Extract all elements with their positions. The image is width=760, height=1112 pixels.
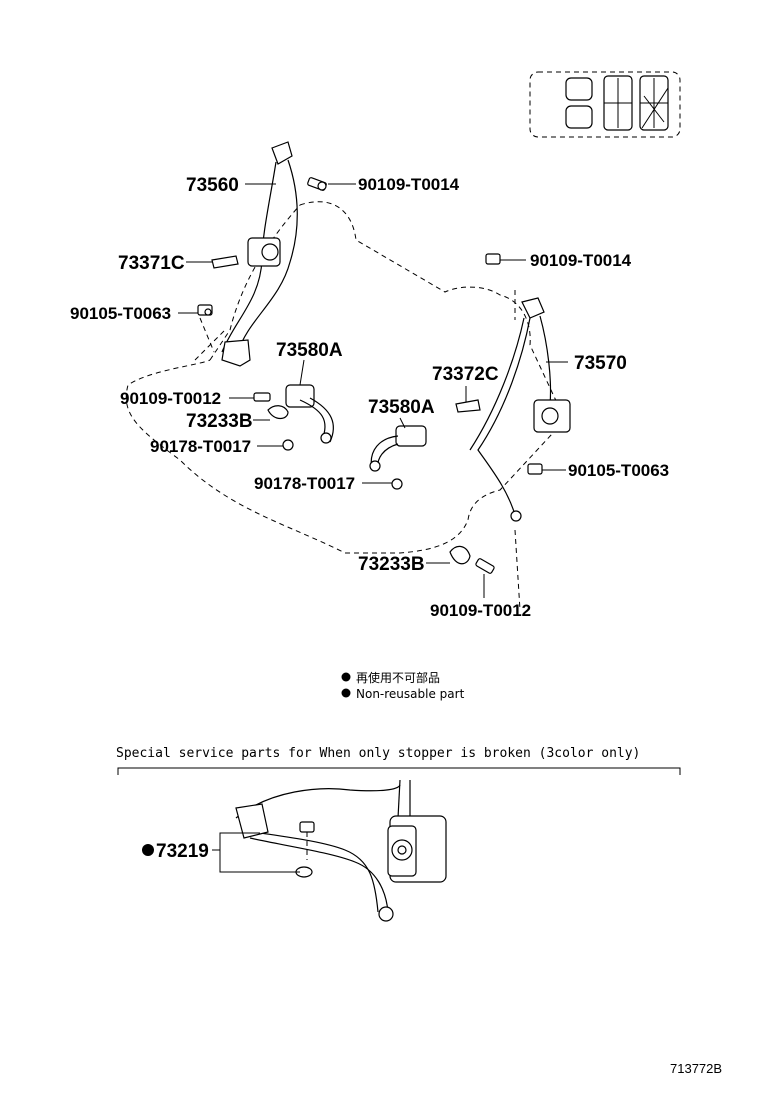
special-service-heading: Special service parts for When only stop… xyxy=(116,746,640,761)
seat-layout-locator-icon xyxy=(529,71,681,138)
legend-bullet-icon xyxy=(341,688,351,698)
stopper-button-icon xyxy=(299,821,315,833)
plate-73371c-icon xyxy=(211,255,239,269)
bolt-90109-t0012-left-icon xyxy=(253,392,271,402)
buckle-73580a-left-icon xyxy=(285,384,334,444)
callout-90105-t0063-right: 90105-T0063 xyxy=(568,461,669,480)
buckle-73580a-mid-icon xyxy=(369,425,427,472)
nut-90178-t0017-mid-icon xyxy=(391,478,403,490)
callout-90178-t0017-left: 90178-T0017 xyxy=(150,437,251,456)
non-reusable-mark-icon xyxy=(142,844,154,856)
callout-73372c: 73372C xyxy=(432,364,499,385)
document-number: 713772B xyxy=(670,1061,722,1076)
callout-73219-bracket xyxy=(219,832,300,873)
seat-cushion-outline xyxy=(125,201,566,554)
bolt-90105-t0063-right-icon xyxy=(527,463,543,475)
callout-73233b-left: 73233B xyxy=(186,411,253,432)
cover-73233b-left-icon xyxy=(267,405,289,420)
callout-73580a-mid: 73580A xyxy=(368,397,435,418)
special-section-bracket xyxy=(117,767,681,775)
callout-90109-t0014-left: 90109-T0014 xyxy=(358,175,460,194)
right-seat-belt-assembly xyxy=(469,297,571,522)
stopper-assembly-detail xyxy=(235,779,447,922)
callout-73560: 73560 xyxy=(186,175,239,196)
left-seat-belt-assembly xyxy=(221,141,298,367)
callout-90109-t0012-bottom: 90109-T0012 xyxy=(430,601,531,620)
callout-73580a-left: 73580A xyxy=(276,340,343,361)
callout-90178-t0017-mid: 90178-T0017 xyxy=(254,474,355,493)
callout-73371c: 73371C xyxy=(118,253,185,274)
callout-90109-t0012-left: 90109-T0012 xyxy=(120,389,221,408)
plate-73372c-icon xyxy=(455,399,481,413)
bolt-90105-t0063-left-icon xyxy=(197,304,213,316)
callout-73219: 73219 xyxy=(156,841,209,862)
bolt-90109-t0012-bottom-icon xyxy=(475,558,495,574)
callout-90109-t0014-right: 90109-T0014 xyxy=(530,251,632,270)
legend-bullet-icon xyxy=(341,672,351,682)
cover-73233b-bottom-icon xyxy=(449,545,471,565)
nut-90178-t0017-left-icon xyxy=(282,439,294,451)
legend-english: Non-reusable part xyxy=(356,687,465,701)
legend-japanese: 再使用不可部品 xyxy=(356,670,440,685)
leader-lines xyxy=(178,183,568,598)
seat-back-outline xyxy=(209,204,301,361)
bolt-90109-t0014-left-icon xyxy=(307,177,327,191)
callout-73233b-bottom: 73233B xyxy=(358,554,425,575)
callout-90105-t0063-left: 90105-T0063 xyxy=(70,304,171,323)
bolt-90109-t0014-right-icon xyxy=(485,253,501,265)
callout-73570: 73570 xyxy=(574,353,627,374)
